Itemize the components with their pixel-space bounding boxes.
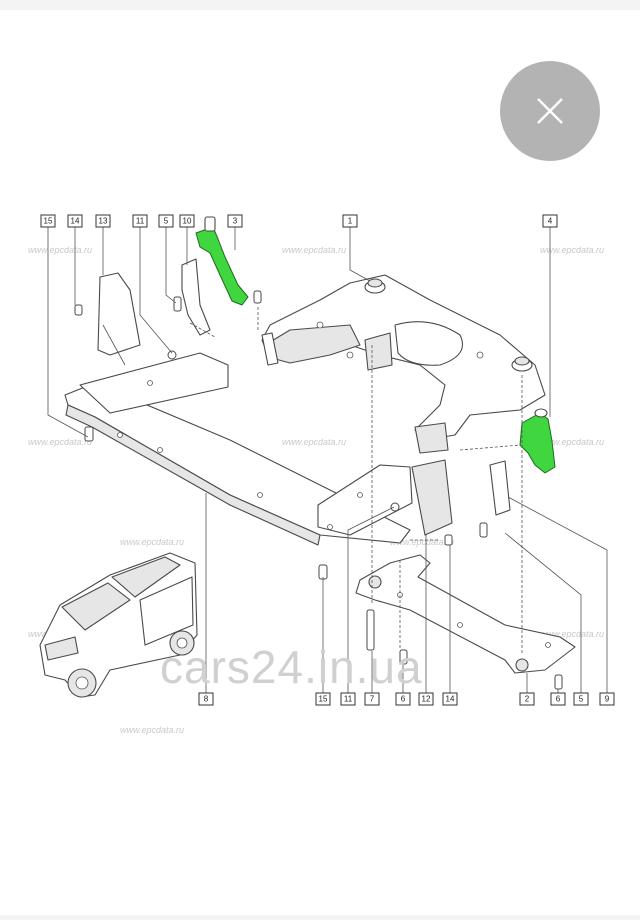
callout-label: 14 [67,214,83,228]
svg-text:9: 9 [605,695,610,704]
callout-label: 5 [158,214,174,228]
assembly-lines [189,307,523,655]
left-control-arm [195,226,249,306]
svg-text:6: 6 [556,695,561,704]
close-icon [537,98,563,124]
callout-label: 3 [227,214,243,228]
svg-text:15: 15 [44,217,53,226]
svg-text:1: 1 [348,217,353,226]
watermark-text: www.epcdata.ru [540,245,604,255]
callout-label: 15 [40,214,56,228]
watermark-text: www.epcdata.ru [28,245,92,255]
callout-label: 9 [599,692,615,706]
watermark-text: www.epcdata.ru [390,537,454,547]
right-control-arm [519,412,556,474]
fasteners [74,258,563,690]
callouts-bottom: 8 15 11 7 6 12 14 2 6 5 9 [198,692,615,706]
watermark-text: www.epcdata.ru [120,725,184,735]
svg-text:3: 3 [233,217,238,226]
callout-label: 4 [542,214,558,228]
callout-label: 7 [364,692,380,706]
callouts-top: 15 14 13 11 5 10 3 1 4 [40,214,558,228]
svg-text:5: 5 [579,695,584,704]
front-subframe [261,274,546,454]
callout-label: 6 [395,692,411,706]
callout-label: 10 [179,214,195,228]
callout-label: 13 [95,214,111,228]
svg-text:11: 11 [344,695,353,704]
watermark-layer: www.epcdata.ru www.epcdata.ru www.epcdat… [28,245,604,735]
callout-label: 6 [550,692,566,706]
subframe-parts-diagram: www.epcdata.ru www.epcdata.ru www.epcdat… [28,214,615,735]
watermark-text: www.epcdata.ru [120,537,184,547]
watermark-text: www.epcdata.ru [540,629,604,639]
svg-text:7: 7 [370,695,375,704]
leader-lines [47,227,608,693]
watermark-text: www.epcdata.ru [282,437,346,447]
svg-text:13: 13 [99,217,108,226]
callout-label: 2 [519,692,535,706]
watermark-text: www.epcdata.ru [282,245,346,255]
svg-text:11: 11 [136,217,145,226]
svg-text:12: 12 [422,695,431,704]
callout-label: 11 [340,692,356,706]
svg-text:8: 8 [204,695,209,704]
svg-text:2: 2 [525,695,530,704]
callout-label: 15 [315,692,331,706]
callout-label: 5 [573,692,589,706]
svg-text:4: 4 [548,217,553,226]
svg-text:6: 6 [401,695,406,704]
close-button[interactable] [500,61,600,161]
front-crossmember [64,272,453,546]
callout-label: 8 [198,692,214,706]
callout-label: 11 [132,214,148,228]
svg-text:14: 14 [71,217,80,226]
vehicle-illustration [39,552,198,698]
callout-label: 12 [418,692,434,706]
svg-text:5: 5 [164,217,169,226]
status-strip [0,0,640,10]
watermark-text: www.epcdata.ru [540,437,604,447]
callout-label: 1 [342,214,358,228]
watermark-text: www.epcdata.ru [28,437,92,447]
svg-text:15: 15 [319,695,328,704]
image-viewer: www.epcdata.ru www.epcdata.ru www.epcdat… [0,10,640,915]
lower-tie-bar [355,554,576,674]
svg-text:10: 10 [183,217,192,226]
svg-text:14: 14 [446,695,455,704]
callout-label: 14 [442,692,458,706]
overlay-watermark: cars24.in.ua [160,641,423,693]
highlighted-arms [195,216,556,474]
